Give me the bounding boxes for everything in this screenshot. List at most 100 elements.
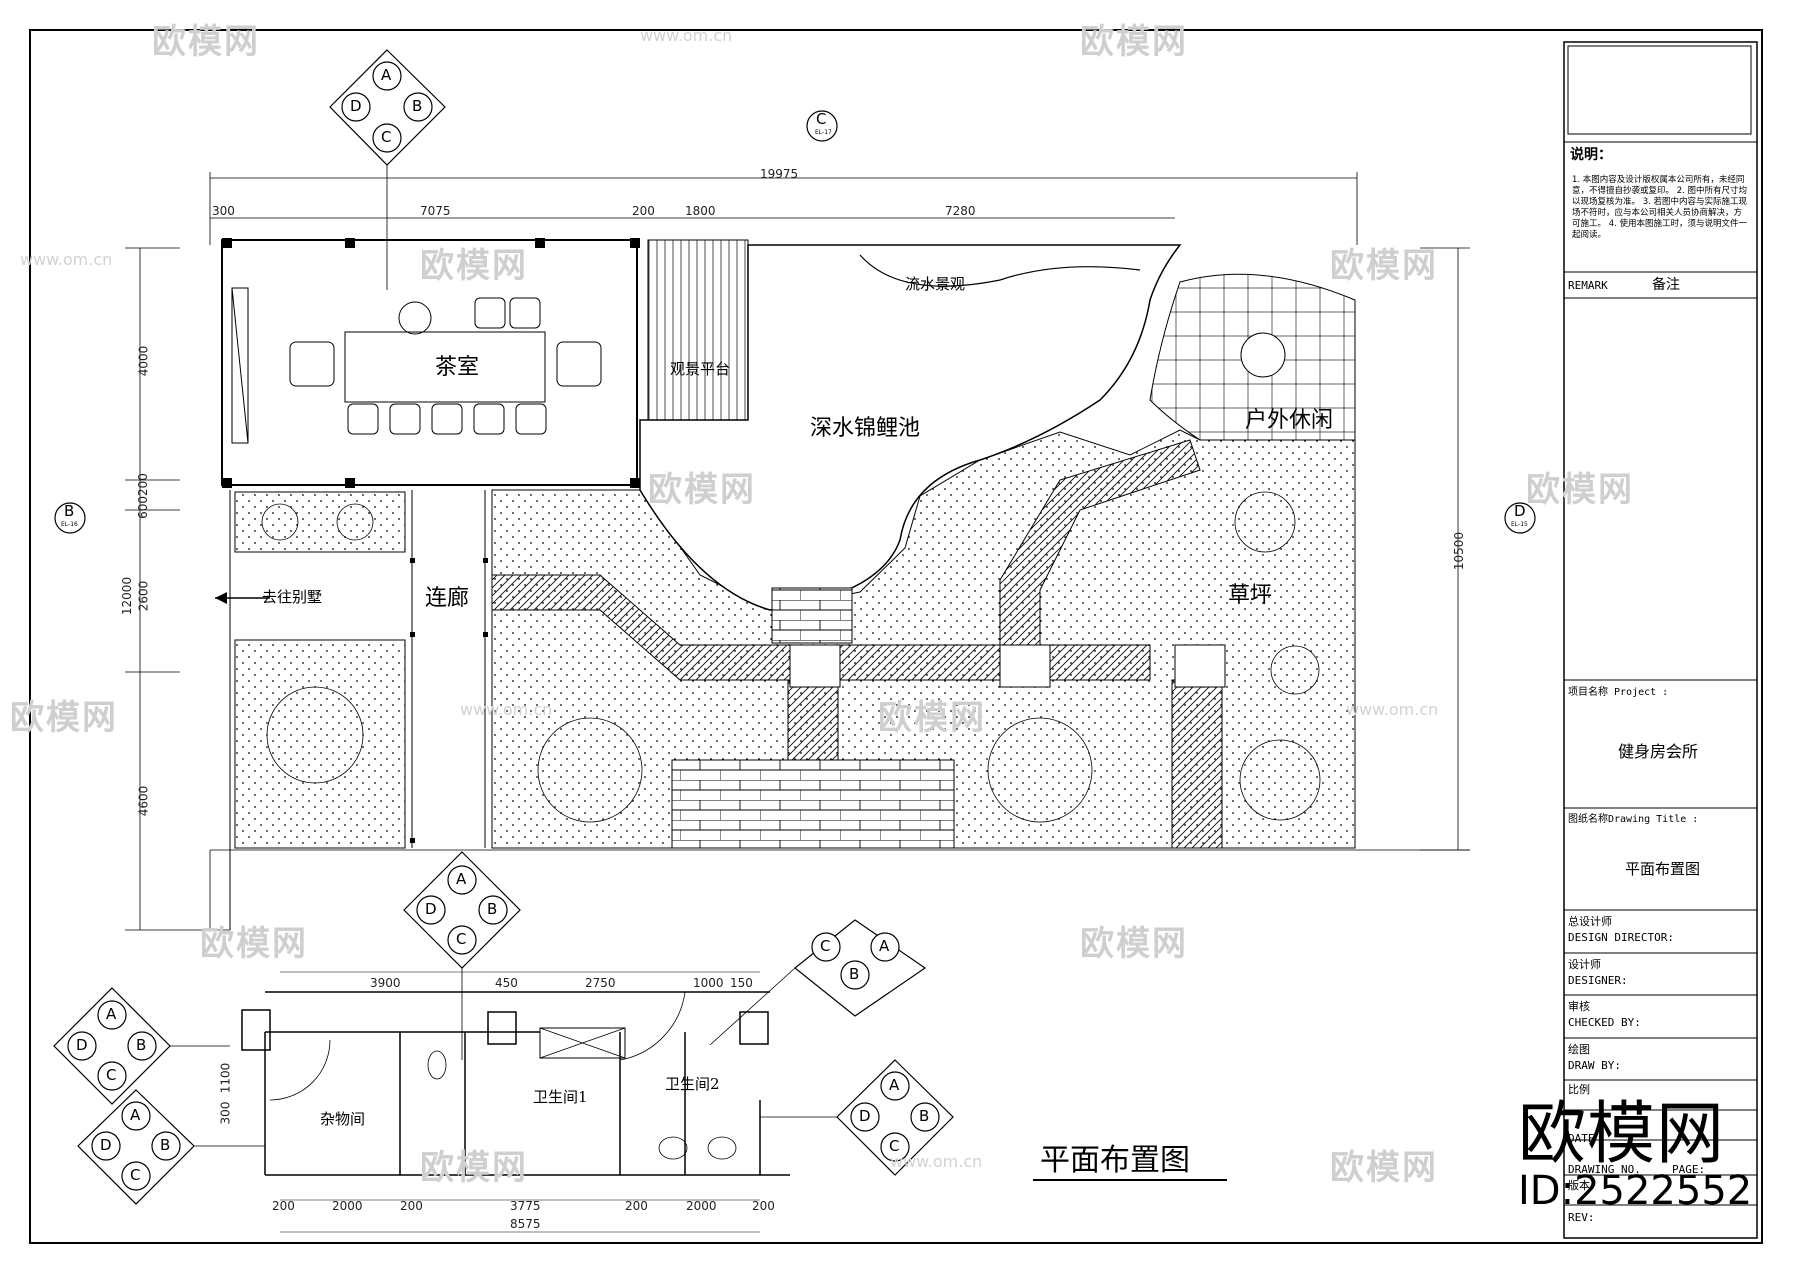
dim: 200 [752,1199,775,1213]
room-label-outdoor: 户外休闲 [1245,408,1334,433]
callout-letter: B [136,1036,147,1054]
watermark-brand: 欧模网 [1526,470,1634,510]
notes-text: 1. 本图内容及设计版权属本公司所有，未经同意，不得擅自抄袭或复印。 2. 图中… [1572,175,1748,240]
draw-en: DRAW BY: [1568,1059,1621,1072]
dim: 7280 [945,204,976,218]
callout-letter: A [381,66,392,84]
watermark-url: www.om.cn [20,250,113,269]
callout-letter: B [64,502,75,520]
callout-letter: B [160,1136,171,1154]
callout-letter: C [130,1166,141,1184]
callout-ref: EL-16 [61,521,78,528]
project-label: 项目名称 Project : [1568,687,1669,698]
tea-room [221,239,638,486]
checked-cn: 审核 [1568,1000,1590,1013]
page-en: PAGE: [1672,1163,1706,1176]
room-label-wc1: 卫生间1 [533,1088,588,1106]
watermark-brand: 欧模网 [1330,246,1438,286]
rev-en: REV: [1568,1211,1595,1224]
trees [261,491,1321,823]
watermark-id: ID:2522552 [1518,1168,1753,1214]
watermark-url: www.om.cn [1346,700,1439,719]
room-label-deck: 观景平台 [670,360,731,378]
callout-letter: A [130,1106,141,1124]
drawing-no-en: DRAWING NO. [1568,1163,1641,1176]
project-name: 健身房会所 [1618,742,1699,761]
room-label-water-feature: 流水景观 [905,275,966,293]
dim: 2000 [686,1199,717,1213]
callout-letter: C [889,1137,900,1155]
callout-letter: D [76,1036,88,1054]
callout-letter: C [816,110,827,128]
room-label-lawn: 草坪 [1228,583,1273,608]
callout-letter: C [381,128,392,146]
callout-ref: EL-17 [815,129,832,136]
columns [222,238,640,488]
checked-en: CHECKED BY: [1568,1016,1641,1029]
dim: 200 [625,1199,648,1213]
room-label-storage: 杂物间 [320,1110,366,1128]
watermark-url: www.om.cn [460,700,553,719]
dim: 4600 [136,785,151,817]
callout-letter: B [919,1107,930,1125]
room-label-tea: 茶室 [435,355,480,380]
watermark-brand: 欧模网 [420,246,528,286]
dim: 200 [272,1199,295,1213]
callout-letter: A [889,1076,900,1094]
dim: 2000 [332,1199,363,1213]
brick-platform [671,759,955,849]
watermark-brand: 欧模网 [200,924,308,964]
dim-total: 8575 [510,1217,541,1231]
callout-letter: C [106,1066,117,1084]
watermark-brand: 欧模网 [152,22,260,62]
dim: 1000 [693,976,724,990]
scale-cn: 比例 [1568,1083,1590,1096]
dim: 3900 [370,976,401,990]
watermark-brand: 欧模网 [10,698,118,738]
title-block [1563,41,1758,1239]
callout-letter: D [425,900,437,918]
watermark-big-brand: 欧模网 [1518,1095,1726,1174]
callout-letter: A [106,1005,117,1023]
callout-letter: D [859,1107,871,1125]
callout-letter: A [879,937,890,955]
koi-pond [639,244,1182,611]
dim: 150 [730,976,753,990]
drawing-title-label: 图纸名称Drawing Title : [1568,814,1699,825]
callout-symbols [53,49,1536,1205]
director-cn: 总设计师 [1568,915,1612,928]
lower-plan [241,971,790,1233]
dimension-lines [125,172,1470,931]
dim-total: 19975 [760,167,799,181]
callout-ref: EL-15 [1511,521,1528,528]
dim: 300 [218,1101,233,1125]
watermark-brand: 欧模网 [1080,22,1188,62]
callout-letter: D [1514,502,1526,520]
remark-cn: 备注 [1652,277,1680,293]
dim: 2600 [136,580,151,612]
dim: 1100 [218,1062,233,1094]
drawing-title: 平面布置图 [1040,1143,1190,1178]
dim: 200 [632,204,655,218]
herringbone-paths [491,439,1223,849]
watermark-brand: 欧模网 [1080,924,1188,964]
callout-letter: C [456,930,467,948]
dim: 3775 [510,1199,541,1213]
dim: 200 [400,1199,423,1213]
room-label-koi-pond: 深水锦鲤池 [810,416,921,441]
director-en: DESIGN DIRECTOR: [1568,931,1674,944]
draw-cn: 绘图 [1568,1043,1590,1056]
dim: 600200 [135,473,150,519]
date-en: DATE [1568,1132,1595,1145]
dim: 1800 [685,204,716,218]
room-label-corridor: 连廊 [425,586,470,611]
callout-letter: B [412,97,423,115]
watermark-brand: 欧模网 [878,698,986,738]
remark-label: REMARK [1568,279,1608,292]
callout-letter: B [487,900,498,918]
watermark-brand: 欧模网 [420,1148,528,1188]
drawing-title-value: 平面布置图 [1625,860,1701,878]
callout-letter: B [849,965,860,983]
designer-en: DESIGNER: [1568,974,1628,987]
